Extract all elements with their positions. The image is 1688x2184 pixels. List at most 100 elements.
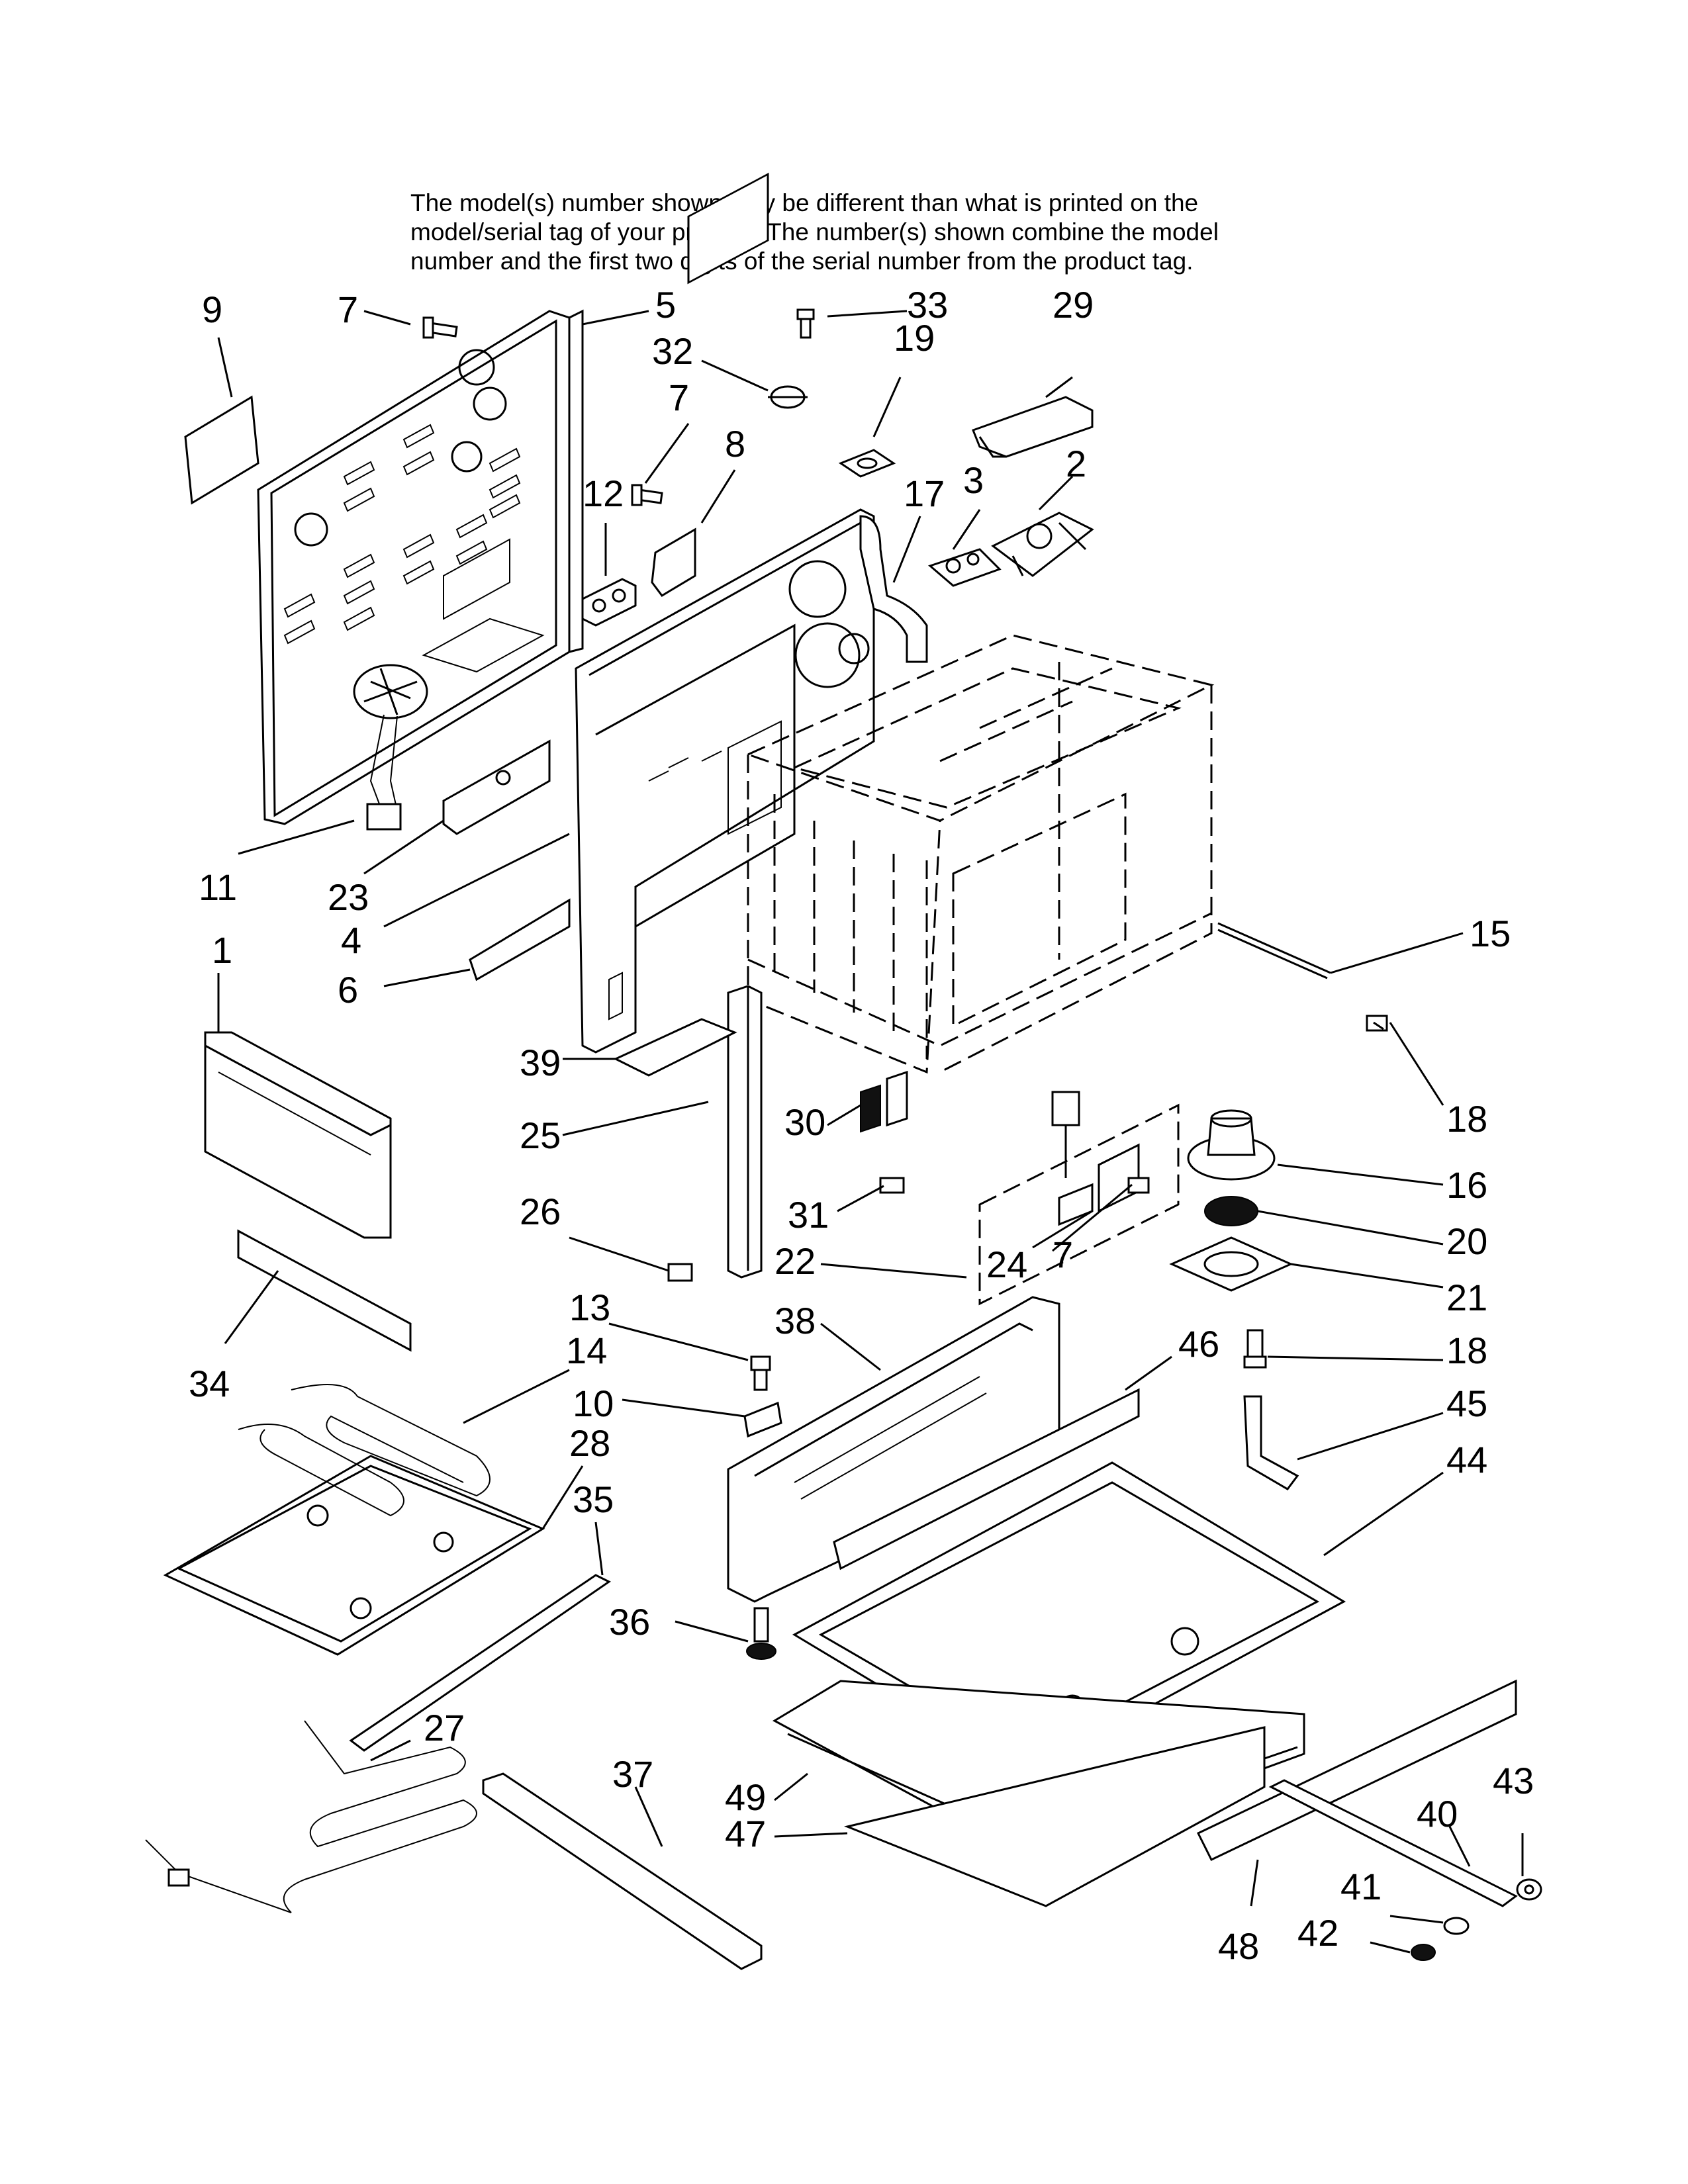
callout-26: 26 <box>520 1191 561 1232</box>
callout-18: 18 <box>1446 1098 1487 1140</box>
callout-22: 22 <box>774 1240 816 1282</box>
callout-2: 2 <box>1066 443 1086 484</box>
part-screw-33 <box>796 308 815 339</box>
part-terminal-block <box>581 578 637 627</box>
part-convection-fan <box>353 664 428 831</box>
callout-30: 30 <box>784 1101 825 1143</box>
part-knob-42 <box>1411 1944 1436 1961</box>
callout-49: 49 <box>725 1776 766 1818</box>
callout-36: 36 <box>609 1601 650 1643</box>
callout-45: 45 <box>1446 1383 1487 1424</box>
part-thermostat <box>768 385 808 409</box>
part-rod <box>1217 922 1331 979</box>
callout-6: 6 <box>338 969 358 1011</box>
note-line-2: model/serial tag of your product. The nu… <box>410 218 1219 246</box>
part-screw-top <box>422 316 458 339</box>
note-line-1: The model(s) number shown may be differe… <box>410 189 1199 216</box>
part-trim-strip <box>469 898 571 981</box>
callout-14: 14 <box>566 1330 607 1371</box>
callout-10: 10 <box>573 1383 614 1424</box>
callout-19: 19 <box>894 317 935 359</box>
callout-11: 11 <box>199 866 237 908</box>
part-rear-panel <box>257 309 584 825</box>
callout-29: 29 <box>1053 284 1094 326</box>
part-drawer-bottom <box>844 1726 1266 1907</box>
part-bracket-assembly <box>978 1091 1180 1306</box>
callout-5: 5 <box>655 284 676 326</box>
model-number-note: The model(s) number shown may be differe… <box>410 189 1403 276</box>
callout-4: 4 <box>341 919 361 961</box>
callout-34: 34 <box>189 1363 230 1404</box>
callout-7b: 7 <box>669 377 689 418</box>
callout-35: 35 <box>573 1479 614 1520</box>
part-leveling-bracket <box>1243 1395 1299 1490</box>
part-front-strip <box>833 1388 1140 1570</box>
part-screw-18-upper <box>1366 1015 1388 1032</box>
part-clip-10 <box>743 1401 782 1438</box>
callout-42: 42 <box>1297 1912 1338 1954</box>
part-hinge-receiver <box>860 1070 908 1133</box>
part-bake-element <box>145 1720 477 1913</box>
callout-39: 39 <box>520 1042 561 1083</box>
part-bumper-43 <box>1516 1878 1542 1901</box>
callout-38: 38 <box>774 1300 816 1342</box>
part-screw-upper <box>631 484 663 506</box>
leader-lines <box>217 310 1524 1954</box>
callout-32: 32 <box>652 330 693 372</box>
part-fan-bracket <box>442 739 551 835</box>
callout-8: 8 <box>725 423 745 465</box>
part-lower-bar <box>482 1772 763 1970</box>
callout-21: 21 <box>1446 1277 1487 1318</box>
callout-27: 27 <box>424 1707 465 1749</box>
part-door-latch <box>991 512 1094 577</box>
part-top-bracket <box>972 396 1094 458</box>
callout-12: 12 <box>583 473 624 514</box>
part-side-rail <box>349 1574 611 1752</box>
callout-37: 37 <box>612 1753 653 1795</box>
part-vent-tube <box>859 515 928 663</box>
part-drawer-slide <box>1268 1779 1518 1907</box>
part-oven-cavity <box>745 634 1215 1074</box>
callout-33: 33 <box>907 284 948 326</box>
part-lower-strip <box>237 1229 412 1352</box>
callout-25: 25 <box>520 1115 561 1156</box>
callout-23: 23 <box>328 876 369 918</box>
callout-7: 7 <box>338 289 358 330</box>
callout-20: 20 <box>1446 1220 1487 1262</box>
part-cabinet-frame <box>575 172 875 1054</box>
part-door-switch <box>928 548 1002 587</box>
part-burner-grate <box>1204 1196 1258 1226</box>
callout-9: 9 <box>202 289 222 330</box>
part-leveling-leg <box>746 1607 776 1660</box>
callout-40: 40 <box>1417 1793 1458 1835</box>
callout-1: 1 <box>212 929 232 971</box>
part-cover-plate <box>184 395 259 505</box>
callout-17: 17 <box>904 473 945 514</box>
callout-13: 13 <box>569 1287 610 1328</box>
part-broil-element <box>238 1384 491 1517</box>
note-line-3: number and the first two digits of the s… <box>410 248 1194 275</box>
part-bottom-bracket <box>613 1018 737 1077</box>
part-drip-pan <box>163 1455 545 1656</box>
callout-24: 24 <box>986 1244 1027 1285</box>
part-kick-panel <box>1196 1679 1517 1861</box>
callout-48: 48 <box>1218 1925 1259 1967</box>
part-side-post <box>727 985 763 1279</box>
callout-46: 46 <box>1178 1323 1219 1365</box>
part-gasket-plate <box>1169 1236 1293 1292</box>
part-screw-26 <box>667 1263 693 1282</box>
callout-44: 44 <box>1446 1439 1487 1480</box>
callout-47: 47 <box>725 1813 766 1854</box>
callout-3: 3 <box>963 459 984 501</box>
callout-7c: 7 <box>1053 1234 1073 1275</box>
part-burner-cup <box>1187 1109 1276 1181</box>
part-screw-18-lower <box>1243 1329 1267 1369</box>
callout-15: 15 <box>1470 913 1511 954</box>
part-screw-31 <box>879 1177 905 1194</box>
callout-labels: 9 7 5 33 19 29 32 7 8 12 17 3 2 11 23 4 … <box>189 284 1534 1967</box>
part-screw-7-lower <box>1127 1177 1150 1194</box>
part-glide-41 <box>1443 1917 1470 1935</box>
part-bracket-8 <box>651 527 696 597</box>
callout-43: 43 <box>1493 1760 1534 1801</box>
